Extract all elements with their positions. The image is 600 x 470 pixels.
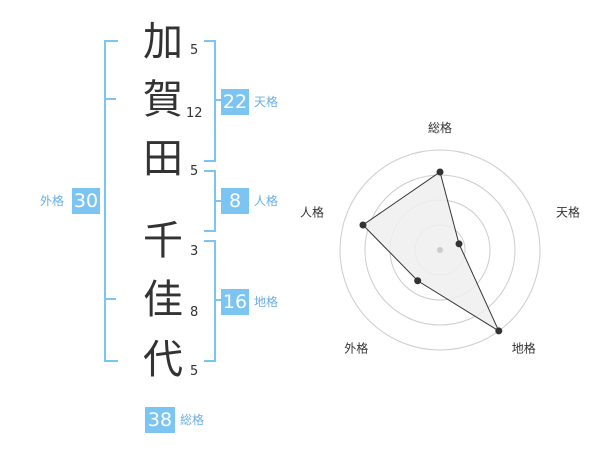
- gaikaku-score: 30: [72, 188, 100, 214]
- radar-point-2: [455, 240, 463, 248]
- chikaku-bracket: [204, 240, 216, 362]
- radar-point-3: [495, 327, 503, 335]
- chikaku-label: 地格: [254, 295, 279, 309]
- soukaku-label: 総格: [180, 413, 205, 427]
- chikaku-bracket-tick: [214, 299, 222, 301]
- radar-axis-label-2: 天格: [556, 204, 580, 219]
- jinkaku-bracket-tick: [214, 200, 222, 202]
- radar-center-dot: [437, 247, 443, 253]
- stroke-count-5: 8: [190, 305, 199, 320]
- name-char-6: 代: [143, 337, 183, 383]
- radar-axis-label-4: 外格: [344, 341, 368, 356]
- stroke-count-4: 3: [190, 244, 199, 259]
- radar-point-5: [359, 221, 367, 229]
- name-char-2: 賀: [143, 77, 183, 123]
- stroke-count-1: 5: [190, 43, 199, 58]
- gaikaku-bracket: [104, 40, 118, 362]
- tenkaku-label: 天格: [254, 95, 279, 109]
- gaikaku-bracket-tick-lower: [104, 298, 116, 300]
- gaikaku-bracket-tick-upper: [104, 98, 116, 100]
- name-char-4: 千: [143, 218, 183, 264]
- radar-axis-label-1: 総格: [428, 120, 452, 135]
- tenkaku-bracket: [204, 40, 216, 162]
- radar-axis-label-3: 地格: [512, 341, 536, 356]
- name-char-3: 田: [143, 136, 183, 182]
- radar-axis-label-5: 人格: [300, 204, 324, 219]
- name-char-5: 佳: [143, 277, 183, 323]
- radar-data-polygon: [362, 171, 500, 333]
- jinkaku-score: 8: [221, 188, 249, 214]
- tenkaku-score: 22: [221, 89, 249, 115]
- stroke-count-3: 5: [190, 164, 199, 179]
- stroke-count-2: 12: [186, 106, 203, 121]
- stroke-count-6: 5: [190, 364, 199, 379]
- jinkaku-label: 人格: [254, 194, 279, 208]
- tenkaku-bracket-tick: [214, 99, 222, 101]
- chikaku-score: 16: [221, 289, 249, 315]
- soukaku-score: 38: [145, 407, 175, 433]
- radar-point-1: [436, 168, 444, 176]
- gaikaku-label: 外格: [40, 194, 65, 208]
- name-char-1: 加: [143, 19, 183, 65]
- radar-point-4: [414, 277, 422, 285]
